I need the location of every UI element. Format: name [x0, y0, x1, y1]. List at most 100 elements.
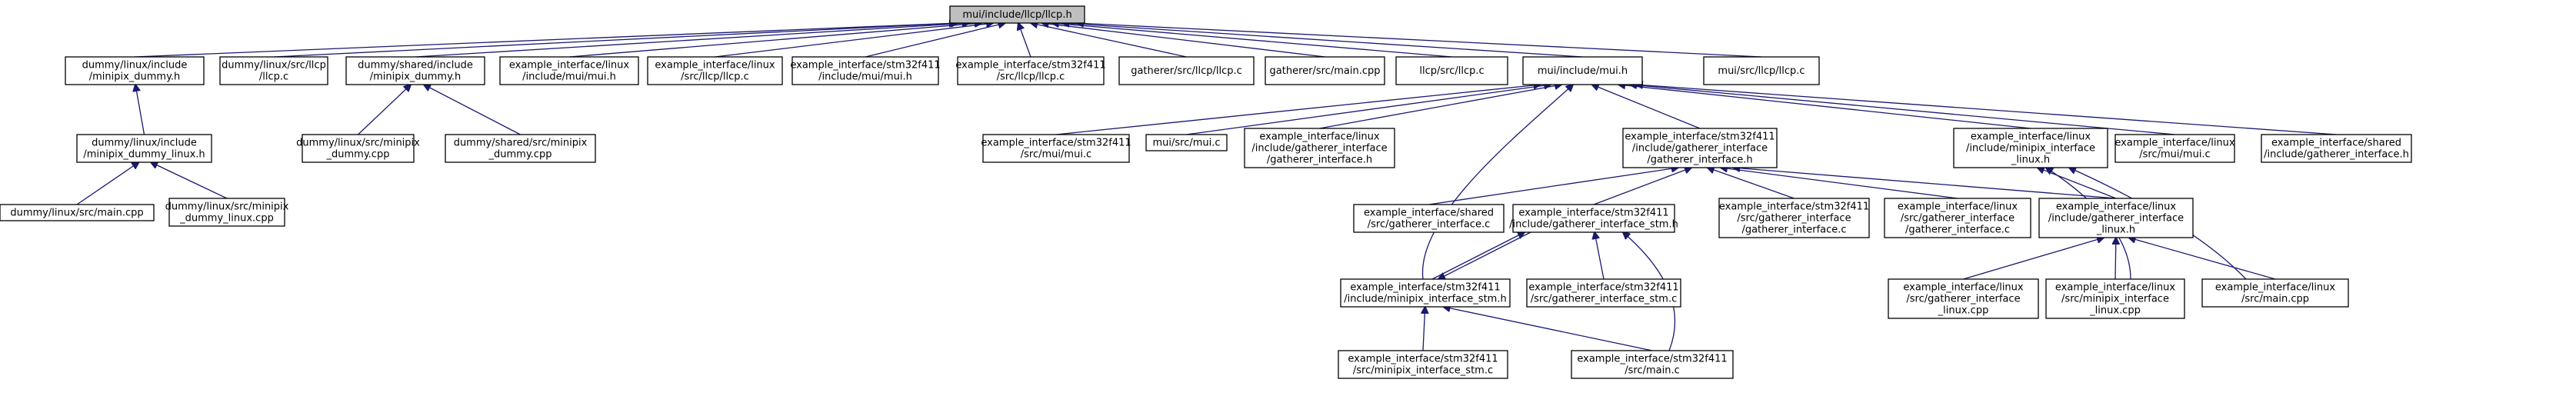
- graph-node[interactable]: example_interface/stm32f411/src/minipix_…: [1338, 350, 1508, 379]
- node-label: _linux.cpp: [1938, 305, 1989, 317]
- graph-node[interactable]: example_interface/stm32f411/include/gath…: [1622, 128, 1778, 168]
- graph-node[interactable]: mui/src/mui.c: [1145, 134, 1228, 151]
- edge-n32-to-n29: [1963, 238, 2104, 280]
- edge-n10-to-n0: [1052, 23, 1452, 58]
- node-box: [1571, 350, 1734, 379]
- node-box: [1512, 204, 1675, 233]
- edge-n7-to-n0: [1018, 23, 1031, 58]
- node-label: gatherer/src/llcp/llcp.c: [1131, 65, 1242, 77]
- graph-root-node[interactable]: mui/include/llcp/llcp.h: [949, 5, 1085, 24]
- graph-node[interactable]: gatherer/src/llcp/llcp.c: [1118, 56, 1255, 85]
- edge-n3-to-n0: [415, 23, 969, 58]
- graph-node[interactable]: example_interface/linux/src/gatherer_int…: [1884, 198, 2031, 238]
- graph-node[interactable]: mui/include/mui.h: [1522, 56, 1643, 85]
- node-label: example_interface/stm32f411: [1577, 354, 1727, 365]
- node-label: /src/main.cpp: [2241, 294, 2309, 305]
- node-label: dummy/linux/include: [82, 60, 188, 72]
- node-label: example_interface/stm32f411: [790, 60, 940, 72]
- edge-n8-to-n0: [1031, 23, 1187, 58]
- node-label: example_interface/stm32f411: [1528, 282, 1678, 294]
- graph-node[interactable]: example_interface/linux/include/mui/mui.…: [499, 56, 639, 85]
- graph-node[interactable]: example_interface/linux/src/minipix_inte…: [2045, 278, 2185, 319]
- edge-n33-to-n29: [2115, 238, 2116, 280]
- edge-n11-to-n0: [1062, 23, 1583, 58]
- edge-n16-to-n13: [76, 162, 139, 205]
- graph-node[interactable]: example_interface/shared/src/gatherer_in…: [1353, 204, 1505, 233]
- node-box: [65, 56, 205, 85]
- node-label: example_interface/stm32f411: [1348, 354, 1498, 365]
- graph-node[interactable]: example_interface/stm32f411/include/mini…: [1340, 278, 1511, 308]
- edge-n5-to-n0: [715, 23, 994, 58]
- graph-node[interactable]: example_interface/linux/include/minipix_…: [1953, 128, 2108, 168]
- graph-node[interactable]: example_interface/shared/include/gathere…: [2261, 134, 2412, 163]
- edge-n27-to-n21: [1708, 168, 1795, 199]
- graph-node[interactable]: example_interface/stm32f411/include/gath…: [1509, 204, 1678, 233]
- node-label: /gatherer_interface.c: [1741, 225, 1846, 236]
- edge-n26-to-n30: [1438, 231, 1531, 279]
- node-label: example_interface/stm32f411: [1518, 208, 1668, 219]
- graph-node[interactable]: dummy/linux/src/llcp/llcp.c: [219, 56, 328, 85]
- graph-node[interactable]: example_interface/linux/src/mui/mui.c: [2114, 134, 2235, 163]
- node-label: example_interface/linux: [2215, 282, 2336, 294]
- node-box: [791, 56, 939, 85]
- node-box: [499, 56, 639, 85]
- graph-node[interactable]: example_interface/linux/include/gatherer…: [2038, 198, 2194, 238]
- edge-n6-to-n0: [865, 23, 1005, 58]
- node-box: [1718, 198, 1870, 238]
- node-label: /gatherer_interface.h: [1267, 155, 1372, 166]
- edge-n18-to-n11: [1055, 85, 1541, 135]
- graph-node[interactable]: dummy/shared/src/minipix_dummy.cpp: [445, 134, 596, 163]
- graph-node[interactable]: example_interface/stm32f411/src/llcp/llc…: [955, 56, 1106, 85]
- graph-node[interactable]: dummy/linux/src/minipix_dummy_linux.cpp: [165, 198, 289, 227]
- node-label: example_interface/linux: [1971, 131, 2091, 143]
- edge-n25-to-n21: [1428, 168, 1678, 205]
- edge-n13-to-n1: [135, 85, 145, 135]
- graph-node[interactable]: example_interface/stm32f411/src/gatherer…: [1526, 278, 1681, 308]
- graph-node[interactable]: example_interface/stm32f411/src/mui/mui.…: [981, 134, 1131, 163]
- graph-node[interactable]: example_interface/linux/include/gatherer…: [1244, 128, 1395, 168]
- node-label: /llcp.c: [259, 72, 288, 83]
- node-label: dummy/linux/include: [92, 138, 197, 149]
- graph-node[interactable]: dummy/linux/include/minipix_dummy.h: [65, 56, 205, 85]
- node-label: /src/minipix_interface: [2061, 294, 2169, 305]
- node-label: example_interface/stm32f411: [1625, 131, 1775, 143]
- graph-node[interactable]: dummy/linux/src/minipix_dummy.cpp: [296, 134, 420, 163]
- node-box: [1265, 56, 1385, 85]
- graph-node[interactable]: example_interface/linux/src/llcp/llcp.c: [647, 56, 783, 85]
- node-box: [1888, 278, 2039, 319]
- graph-node[interactable]: llcp/src/llcp.c: [1395, 56, 1508, 85]
- graph-node[interactable]: example_interface/stm32f411/include/mui/…: [790, 56, 941, 85]
- graph-node[interactable]: mui/src/llcp/llcp.c: [1703, 56, 1820, 85]
- node-box: [1395, 56, 1508, 85]
- node-label: example_interface/linux: [2114, 138, 2235, 149]
- node-label: /include/gatherer_interface.h: [2264, 149, 2409, 161]
- node-label: /src/gatherer_interface: [1737, 213, 1851, 225]
- node-box: [2045, 278, 2185, 319]
- node-label: example_interface/shared: [1364, 208, 1494, 219]
- edge-n22-to-n11: [1618, 85, 2031, 129]
- node-label: /src/llcp/llcp.c: [681, 72, 749, 83]
- graph-node[interactable]: example_interface/linux/src/gatherer_int…: [1888, 278, 2039, 319]
- node-label: /src/llcp/llcp.c: [997, 72, 1065, 83]
- graph-node[interactable]: example_interface/stm32f411/src/gatherer…: [1718, 198, 1870, 238]
- graph-node[interactable]: gatherer/src/main.cpp: [1265, 56, 1385, 85]
- graph-node[interactable]: dummy/linux/include/minipix_dummy_linux.…: [76, 134, 212, 163]
- node-label: _linux.h: [2096, 225, 2135, 236]
- node-label: example_interface/shared: [2271, 138, 2401, 149]
- node-label: example_interface/stm32f411: [981, 138, 1131, 149]
- node-label: example_interface/linux: [1898, 201, 2018, 213]
- graph-node[interactable]: dummy/shared/include/minipix_dummy.h: [345, 56, 485, 85]
- node-label: gatherer/src/main.cpp: [1270, 65, 1381, 77]
- graph-node[interactable]: dummy/linux/src/main.cpp: [0, 204, 155, 221]
- edge-n1-to-n0: [134, 23, 956, 58]
- graph-node[interactable]: example_interface/linux/src/main.cpp: [2201, 278, 2349, 308]
- node-label: dummy/shared/src/minipix: [454, 138, 588, 149]
- graph-node[interactable]: example_interface/stm32f411/src/main.c: [1571, 350, 1734, 379]
- node-label: dummy/linux/src/minipix: [296, 138, 420, 149]
- node-box: [957, 56, 1105, 85]
- node-box: [1703, 56, 1820, 85]
- node-label: example_interface/linux: [2055, 282, 2176, 294]
- edge-n12-to-n0: [1077, 23, 1762, 58]
- node-box: [219, 56, 328, 85]
- edge-n17-to-n13: [151, 162, 228, 199]
